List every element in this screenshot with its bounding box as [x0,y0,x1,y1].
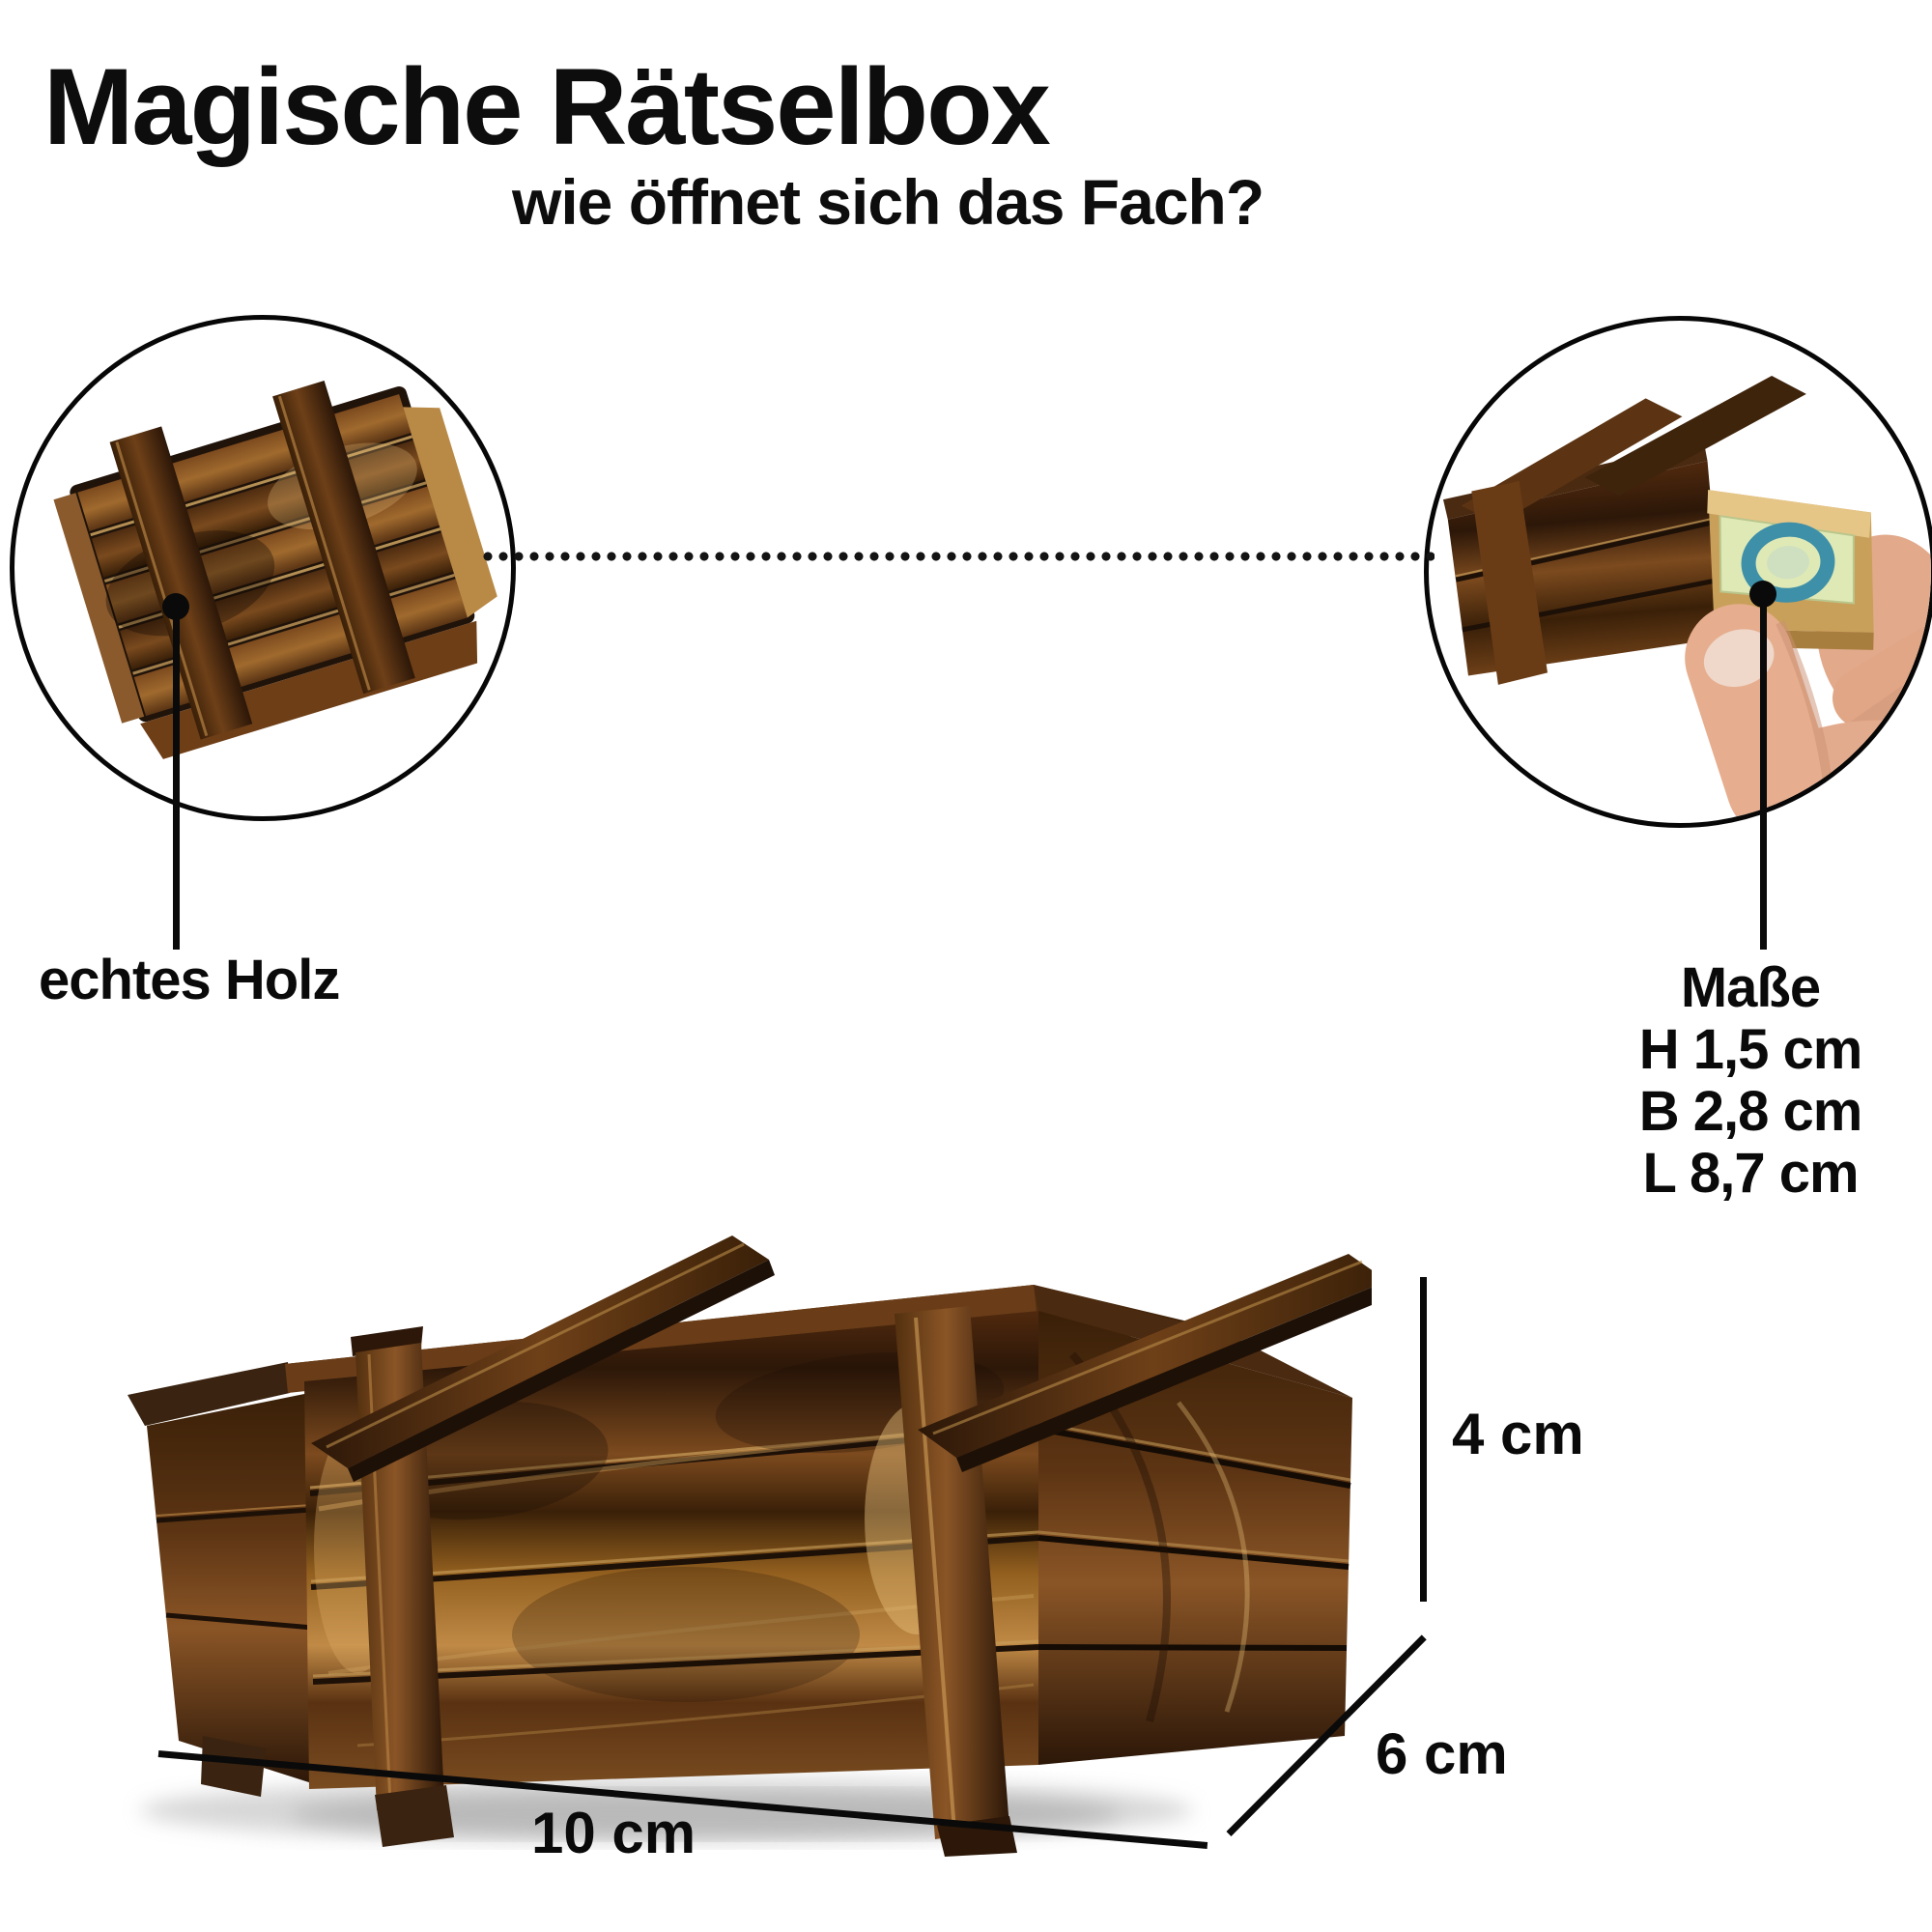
lid-bar-left-edge [348,1260,775,1482]
closed-box-detail-circle [10,315,516,821]
main-product-photo [128,1236,1372,1857]
material-label: echtes Holz [39,949,340,1011]
width-dimension-label: 10 cm [531,1801,696,1865]
material-callout-line [173,611,180,950]
box-shadow-core [290,1791,1121,1837]
crate-front-face [304,1311,1038,1789]
height-dimension-line [1420,1277,1427,1602]
euro-banknote [1719,515,1855,605]
box-left-end [53,493,145,724]
page-subtitle: wie öffnet sich das Fach? [512,166,1264,238]
crate-foot [201,1736,266,1797]
open-compartment-detail-circle [1424,316,1932,828]
crate-post [1471,481,1548,685]
measurement-line-length: L 8,7 cm [1642,1142,1859,1205]
lid-bar-right-edge [956,1287,1372,1472]
open-box-group [1442,375,1931,823]
open-compartment-photo [1442,375,1931,823]
closed-box-group [53,381,497,759]
measurements-block: Maße H 1,5 cm B 2,8 cm L 8,7 cm [1634,957,1866,1205]
measurement-line-width: B 2,8 cm [1638,1080,1863,1143]
depth-dimension-label: 6 cm [1376,1721,1508,1786]
crate-left-end [147,1393,315,1784]
crossbar [272,381,415,695]
lid-bar [1584,375,1806,497]
wood-grain-streak [1177,1401,1250,1713]
lid-bar-right [918,1254,1372,1458]
page-title: Magische Rätselbox [43,46,1051,167]
thumb-nail [1703,629,1775,688]
measurements-heading: Maße [1680,956,1821,1019]
lid-bar-left [311,1236,769,1468]
crossbar [109,426,253,740]
crate-right-face [1038,1311,1352,1765]
measurement-line-height: H 1,5 cm [1638,1018,1863,1081]
box-right-end [403,407,497,618]
thumb [1685,604,1834,823]
height-dimension-label: 4 cm [1452,1402,1584,1466]
lid-left-overhang [128,1362,290,1426]
left-post-foot [375,1785,454,1847]
closed-box-photo [53,381,497,759]
measurements-callout-line [1760,598,1767,950]
dotted-connector-line [480,552,1435,561]
